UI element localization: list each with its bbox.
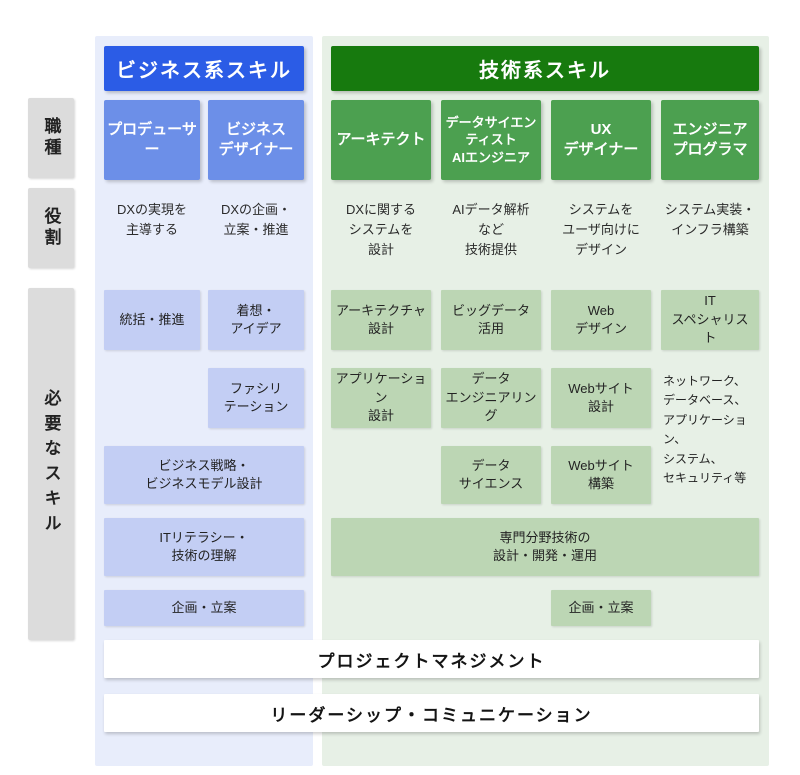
- skill-chip-bigdata-utilization-label: ビッグデータ活用: [451, 302, 530, 336]
- skill-chip-business-planning: 企画・立案: [104, 590, 304, 626]
- role-text-engineer-programmer-line1: システム実装・: [664, 202, 756, 217]
- skill-chip-website-construction-label: Webサイト構築: [568, 457, 634, 491]
- skill-chip-data-science: データサイエンス: [441, 446, 541, 504]
- skill-chip-business-supervision-label: 統括・推進: [119, 311, 185, 327]
- skill-chip-business-strategy-model-label: ビジネス戦略・ビジネスモデル設計: [145, 457, 263, 491]
- role-text-producer: DXの実現を 主導する: [104, 200, 200, 270]
- role-text-architect-line2: システムを: [348, 222, 414, 238]
- job-chip-producer-label: プロデューサー: [107, 121, 197, 158]
- role-text-business-designer-line2: 立案・推進: [223, 222, 289, 238]
- role-text-engineer-programmer: システム実装・ インフラ構築: [661, 200, 759, 280]
- skill-chip-business-it-literacy-label: ITリテラシー・技術の理解: [159, 529, 249, 563]
- business-section-header: ビジネス系スキル: [104, 46, 304, 91]
- rail-required-skills: 必要なスキル: [28, 288, 74, 640]
- footer-bar-leadership-communication-label: リーダーシップ・コミュニケーション: [270, 705, 593, 725]
- job-chip-architect-label: アーキテクト: [336, 131, 426, 149]
- skill-text-infrastructure-line5: セキュリティ等: [663, 471, 747, 486]
- skill-chip-business-facilitation: ファシリテーション: [208, 368, 304, 428]
- footer-bar-project-management-label: プロジェクトマネジメント: [317, 651, 546, 671]
- skill-chip-architecture-design-label: アーキテクチャ設計: [335, 302, 427, 336]
- skill-chip-business-facilitation-label: ファシリテーション: [223, 380, 289, 414]
- skill-chip-specialized-technology: 専門分野技術の設計・開発・運用: [331, 518, 759, 576]
- job-chip-engineer-programmer: エンジニアプログラマ: [661, 100, 759, 180]
- skill-chip-business-ideation-label: 着想・アイデア: [230, 302, 282, 336]
- role-text-ux-designer: システムを ユーザ向けに デザイン: [551, 200, 651, 280]
- skill-chip-technology-planning: 企画・立案: [551, 590, 651, 626]
- role-text-data-scientist-line1: AIデータ解析: [452, 202, 530, 217]
- skill-chip-specialized-technology-label: 専門分野技術の設計・開発・運用: [492, 529, 597, 563]
- business-section-title: ビジネス系スキル: [116, 60, 292, 82]
- rail-role-label: 役割: [41, 207, 61, 249]
- skill-chip-application-design: アプリケーション設計: [331, 368, 431, 428]
- skill-chip-data-engineering-label: データエンジニアリング: [445, 371, 537, 424]
- role-text-architect-line1: DXに関する: [345, 202, 417, 217]
- skill-chip-business-strategy-model: ビジネス戦略・ビジネスモデル設計: [104, 446, 304, 504]
- technology-section-title: 技術系スキル: [479, 60, 611, 82]
- skill-chip-data-science-label: データサイエンス: [458, 457, 524, 491]
- role-text-data-scientist-line3: 技術提供: [464, 242, 517, 258]
- rail-job-type: 職種: [28, 98, 74, 178]
- skill-text-infrastructure-line1: ネットワーク、: [663, 374, 746, 388]
- job-chip-business-designer-label: ビジネスデザイナー: [218, 121, 294, 158]
- skill-chip-business-supervision: 統括・推進: [104, 290, 200, 350]
- technology-section-header: 技術系スキル: [331, 46, 759, 91]
- job-chip-business-designer: ビジネスデザイナー: [208, 100, 304, 180]
- skill-chip-technology-planning-label: 企画・立案: [568, 599, 634, 615]
- footer-bar-leadership-communication: リーダーシップ・コミュニケーション: [104, 694, 759, 732]
- skill-chip-architecture-design: アーキテクチャ設計: [331, 290, 431, 350]
- role-text-ux-designer-line2: ユーザ向けに: [562, 222, 640, 238]
- rail-required-skills-label: 必要なスキル: [41, 389, 61, 539]
- rail-job-type-label: 職種: [41, 117, 61, 159]
- skill-text-infrastructure-line3: アプリケーション、: [663, 412, 747, 447]
- rail-role: 役割: [28, 188, 74, 268]
- skill-text-infrastructure-list: ネットワーク、 データベース、 アプリケーション、 システム、 セキュリティ等: [663, 372, 767, 485]
- role-text-architect: DXに関する システムを 設計: [331, 200, 431, 280]
- role-text-engineer-programmer-line2: インフラ構築: [671, 222, 749, 238]
- role-text-producer-line1: DXの実現を: [116, 202, 188, 217]
- job-chip-architect: アーキテクト: [331, 100, 431, 180]
- role-text-ux-designer-line1: システムを: [568, 202, 634, 217]
- job-chip-engineer-programmer-label: エンジニアプログラマ: [672, 121, 748, 158]
- footer-bar-project-management: プロジェクトマネジメント: [104, 640, 759, 678]
- skill-chip-website-design-label: Webサイト設計: [568, 380, 634, 414]
- skill-chip-business-it-literacy: ITリテラシー・技術の理解: [104, 518, 304, 576]
- role-text-business-designer: DXの企画・ 立案・推進: [208, 200, 304, 270]
- role-text-data-scientist: AIデータ解析 など 技術提供: [441, 200, 541, 280]
- skill-chip-website-construction: Webサイト構築: [551, 446, 651, 504]
- job-chip-producer: プロデューサー: [104, 100, 200, 180]
- role-text-ux-designer-line3: デザイン: [574, 242, 627, 258]
- skill-chip-website-design: Webサイト設計: [551, 368, 651, 428]
- role-text-business-designer-line1: DXの企画・: [220, 202, 292, 217]
- skill-chip-business-ideation: 着想・アイデア: [208, 290, 304, 350]
- skill-text-infrastructure-line2: データベース、: [663, 393, 747, 408]
- role-text-architect-line3: 設計: [367, 242, 394, 258]
- skill-chip-data-engineering: データエンジニアリング: [441, 368, 541, 428]
- role-text-data-scientist-line2: など: [477, 222, 504, 238]
- skill-chip-business-planning-label: 企画・立案: [171, 599, 237, 615]
- role-text-producer-line2: 主導する: [125, 222, 178, 238]
- skill-chip-bigdata-utilization: ビッグデータ活用: [441, 290, 541, 350]
- skill-text-infrastructure-line4: システム、: [663, 451, 723, 466]
- skill-chip-application-design-label: アプリケーション設計: [335, 371, 427, 424]
